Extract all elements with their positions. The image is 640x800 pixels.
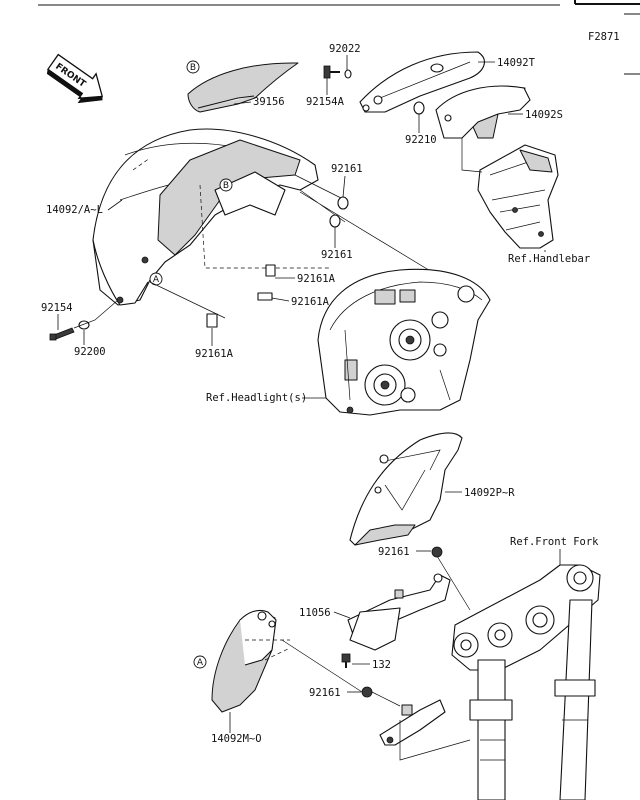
callout-a-lower: A: [197, 658, 204, 668]
page-frame: [38, 0, 640, 75]
bolt-132: [341, 653, 351, 668]
label-92022: 92022: [329, 43, 361, 55]
grommet-92161-lower: [361, 686, 373, 698]
label-92161A-3: 92161A: [195, 348, 234, 360]
part-labels: 39156 92022 92154A 14092T 92210 14092S 1…: [41, 43, 599, 745]
label-ref-headlight: Ref.Headlight(s): [206, 392, 307, 404]
label-39156: 39156: [253, 96, 285, 108]
front-direction-arrow: FRONT: [46, 53, 104, 104]
label-14092PR: 14092P~R: [464, 487, 515, 499]
callout-b-mid: B: [223, 181, 229, 191]
handlebar-bracket-shape: [477, 144, 559, 249]
label-14092S: 14092S: [525, 109, 563, 121]
callout-b-top: B: [190, 63, 196, 73]
headlight-housing-shape: [317, 268, 491, 416]
label-14092T: 14092T: [497, 57, 536, 69]
screw-92154A: [323, 65, 340, 79]
screw-92154: [49, 327, 75, 341]
label-92161-a: 92161: [331, 163, 363, 175]
pads-92161A: [206, 264, 276, 328]
label-92161-b: 92161: [321, 249, 353, 261]
label-ref-front-fork: Ref.Front Fork: [510, 536, 599, 548]
panel-14092T-shape: [344, 51, 485, 113]
bracket-11056-shape: [347, 573, 451, 651]
lower-panel-14092MO-shape: A: [193, 609, 291, 713]
label-92161-c: 92161: [378, 546, 410, 558]
label-14092AL: 14092/A~L: [46, 204, 103, 216]
panel-14092S-shape: [413, 85, 531, 139]
grommet-92161-mid: [431, 546, 443, 558]
callout-a-upper: A: [153, 275, 160, 285]
label-14092MO: 14092M~O: [211, 733, 262, 745]
label-92161A-1: 92161A: [297, 273, 336, 285]
label-ref-handlebar: Ref.Handlebar: [508, 253, 590, 265]
label-92154A: 92154A: [306, 96, 345, 108]
label-132: 132: [372, 659, 391, 671]
label-11056: 11056: [299, 607, 331, 619]
label-92210: 92210: [405, 134, 437, 146]
washer-92200: [78, 320, 90, 330]
upper-cowl-shape: B A: [92, 128, 319, 306]
label-92200: 92200: [74, 346, 106, 358]
inner-panel-14092PR-shape: [349, 432, 463, 546]
label-92161-d: 92161: [309, 687, 341, 699]
figure-code: F2871: [588, 31, 620, 43]
label-92154: 92154: [41, 302, 73, 314]
front-fork-shape: [379, 564, 601, 800]
label-92161A-2: 92161A: [291, 296, 330, 308]
panel-39156-shape: B: [186, 60, 299, 113]
